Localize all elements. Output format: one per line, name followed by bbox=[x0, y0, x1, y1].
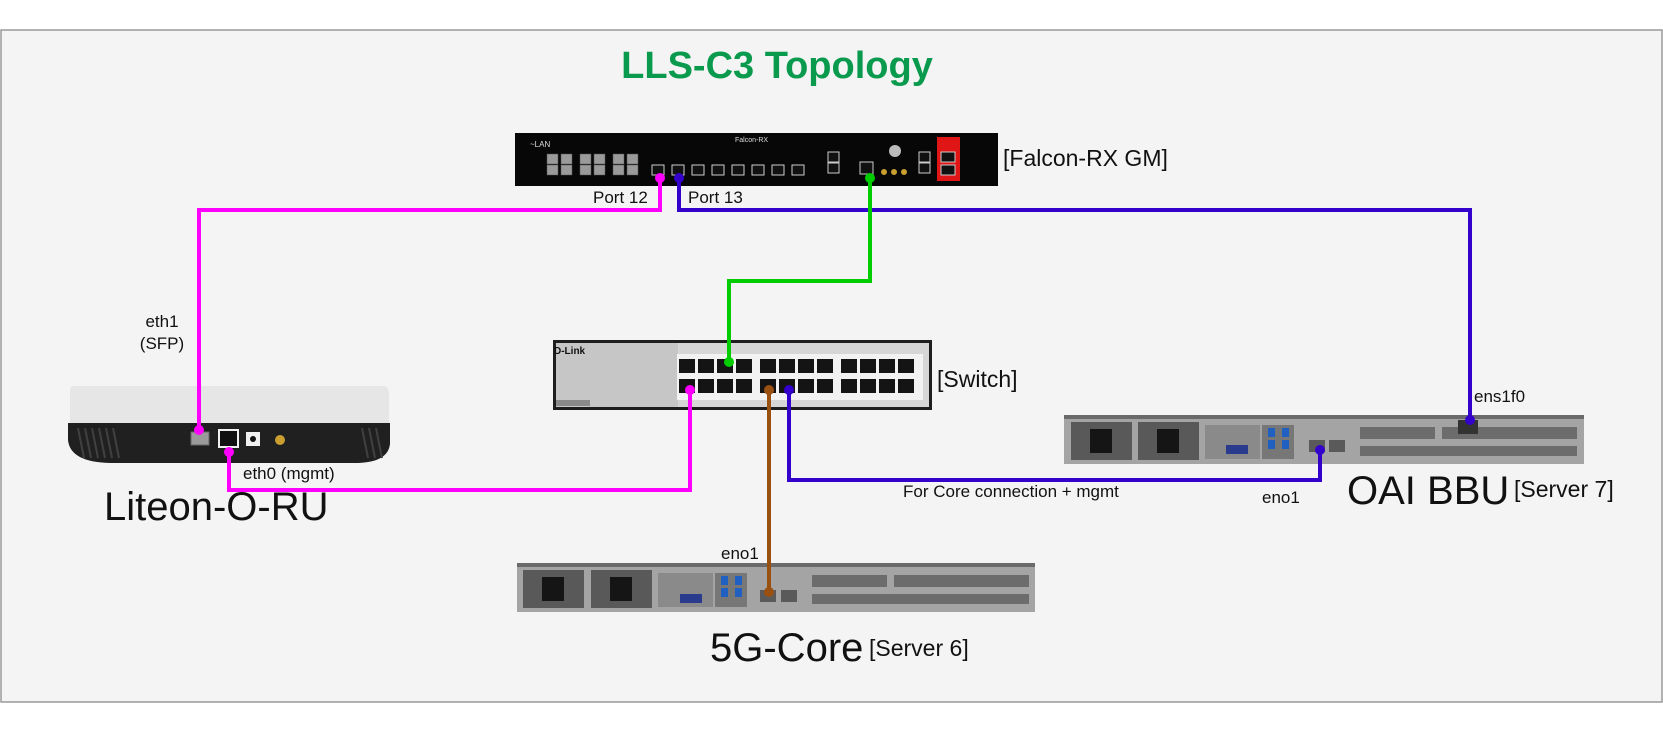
gm-mgmt-endpoint bbox=[865, 173, 875, 183]
switch-port bbox=[841, 359, 857, 373]
switch-blue-endpoint bbox=[784, 385, 794, 395]
oai-eno1-endpoint bbox=[1315, 445, 1325, 455]
ptp-link-port12-to-oru-eth1 bbox=[197, 178, 662, 430]
oai-ens1f0-label: ens1f0 bbox=[1474, 387, 1525, 406]
switch-port bbox=[898, 359, 914, 373]
switch-pink-endpoint bbox=[685, 385, 695, 395]
switch-green-endpoint bbox=[724, 357, 734, 367]
switch-port bbox=[779, 359, 795, 373]
switch-port bbox=[860, 379, 876, 393]
switch-device: D-Link bbox=[553, 340, 932, 410]
core-eno1-endpoint bbox=[764, 587, 774, 597]
port12-endpoint bbox=[655, 173, 665, 183]
oai-eno1-label: eno1 bbox=[1262, 488, 1300, 507]
diagram-title: LLS-C3 Topology bbox=[621, 45, 933, 87]
core-connection-note: For Core connection + mgmt bbox=[903, 482, 1119, 501]
oai-ens1f0-endpoint bbox=[1465, 415, 1475, 425]
oai-bbu-server bbox=[1064, 415, 1584, 464]
switch-port bbox=[898, 379, 914, 393]
falcon-brand: Falcon-RX bbox=[735, 137, 768, 144]
falcon-tag: [Falcon-RX GM] bbox=[1003, 145, 1168, 171]
core-tag: [Server 6] bbox=[869, 635, 969, 661]
core-eno1-label: eno1 bbox=[721, 544, 759, 563]
switch-port bbox=[860, 359, 876, 373]
port13-label: Port 13 bbox=[688, 188, 743, 207]
switch-port bbox=[698, 379, 714, 393]
oru-eth1-type-label: (SFP) bbox=[140, 334, 184, 353]
switch-port bbox=[817, 359, 833, 373]
switch-port bbox=[679, 359, 695, 373]
link-port13-to-oai-ens1f0 bbox=[677, 178, 1472, 420]
link-switch-to-oai-eno1 bbox=[787, 390, 1322, 482]
oru-eth0-endpoint bbox=[224, 447, 234, 457]
ptp-link-switch-to-oru-eth0 bbox=[227, 390, 692, 492]
switch-port bbox=[798, 359, 814, 373]
switch-port bbox=[736, 379, 752, 393]
switch-port bbox=[760, 359, 776, 373]
switch-brown-endpoint bbox=[764, 385, 774, 395]
switch-ports bbox=[677, 354, 923, 400]
switch-tag: [Switch] bbox=[937, 366, 1018, 392]
core-name: 5G-Core bbox=[710, 626, 863, 670]
port13-endpoint bbox=[674, 173, 684, 183]
falcon-rx-device: ~LAN Falcon-RX bbox=[515, 133, 998, 186]
port12-label: Port 12 bbox=[593, 188, 648, 207]
switch-port bbox=[817, 379, 833, 393]
switch-port bbox=[841, 379, 857, 393]
oru-eth1-endpoint bbox=[194, 425, 204, 435]
link-gm-to-switch bbox=[727, 178, 872, 362]
oai-tag: [Server 7] bbox=[1514, 476, 1614, 502]
switch-port bbox=[879, 379, 895, 393]
oru-name: Liteon-O-RU bbox=[104, 485, 329, 529]
oru-eth1-label: eth1 bbox=[145, 312, 178, 331]
svg-text:~LAN: ~LAN bbox=[530, 140, 550, 149]
switch-port bbox=[798, 379, 814, 393]
core-server bbox=[517, 563, 1035, 612]
switch-port bbox=[698, 359, 714, 373]
switch-port bbox=[717, 379, 733, 393]
switch-port bbox=[879, 359, 895, 373]
oru-eth0-label: eth0 (mgmt) bbox=[243, 464, 335, 483]
oru-device bbox=[68, 386, 390, 463]
switch-brand: D-Link bbox=[554, 346, 586, 357]
oai-name: OAI BBU bbox=[1347, 469, 1509, 513]
switch-port bbox=[736, 359, 752, 373]
